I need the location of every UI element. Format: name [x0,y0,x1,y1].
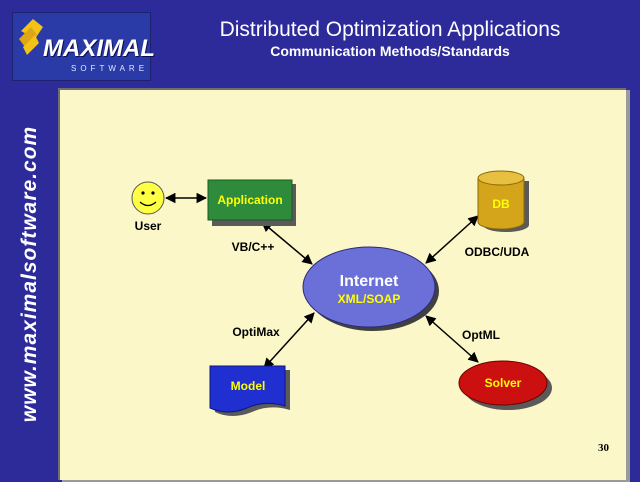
edge-db-internet [425,215,479,264]
user-node[interactable]: User [131,181,165,233]
edge-application-internet [261,221,313,265]
db-node[interactable]: DB [477,170,529,232]
db-label: DB [492,197,510,211]
page-title: Distributed Optimization Applications [219,18,561,41]
user-label: User [135,219,162,233]
edge-label-optml: OptML [462,328,500,342]
edge-label-odbc: ODBC/UDA [465,245,530,259]
edge-solver-internet [425,315,479,363]
internet-title: Internet [340,273,399,290]
solver-label: Solver [485,376,522,390]
edge-label-vbcpp: VB/C++ [232,240,275,254]
internet-hub[interactable]: Internet XML/SOAP [302,246,439,331]
solver-node[interactable]: Solver [458,360,552,410]
internet-subtitle: XML/SOAP [338,292,401,306]
model-node[interactable]: Model [209,365,290,416]
logo-subtitle: SOFTWARE [71,64,149,73]
edge-model-internet [263,312,315,369]
smiley-icon [131,181,165,215]
logo-word: MAXIMAL [43,35,155,62]
logo: MAXIMAL SOFTWARE [12,12,155,81]
model-label: Model [231,379,266,393]
logo-mark-icon [19,19,43,55]
page-subtitle: Communication Methods/Standards [270,43,510,59]
edge-label-optimax: OptiMax [232,325,280,339]
application-label: Application [217,193,282,207]
database-icon [477,177,525,230]
application-node[interactable]: Application [207,179,296,226]
document-icon [209,365,286,413]
page-number: 30 [598,442,609,454]
